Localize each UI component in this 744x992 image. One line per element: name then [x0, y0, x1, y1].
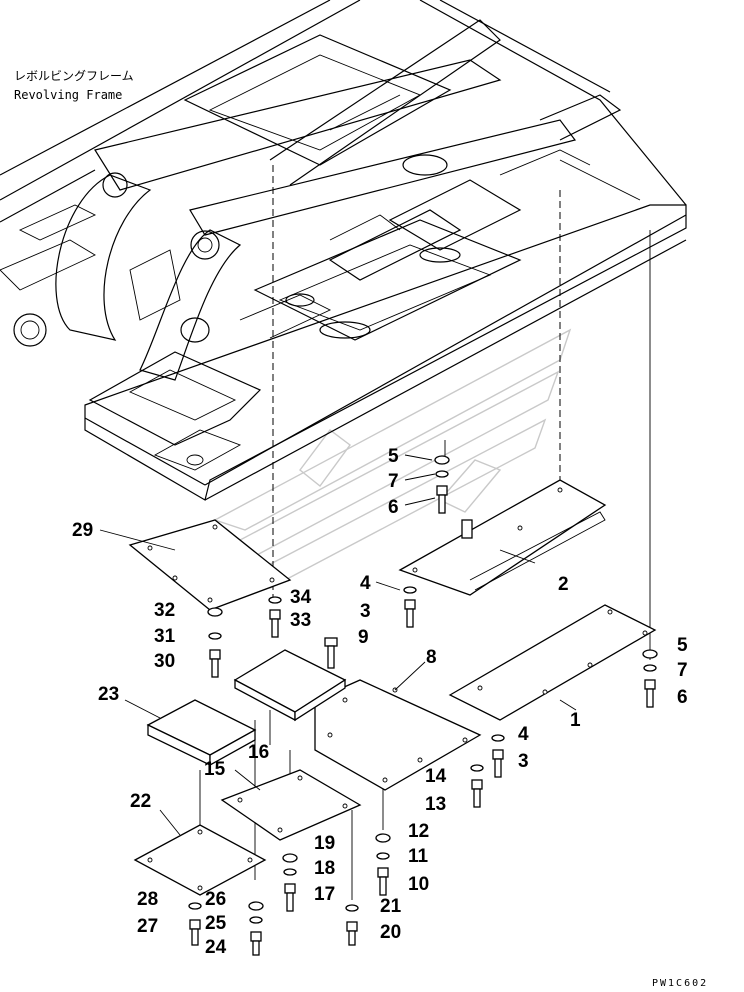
plate-8	[314, 679, 482, 791]
plate-22	[133, 824, 267, 896]
callout-33: 33	[290, 610, 311, 631]
title-jp: レボルビングフレーム	[14, 69, 134, 83]
plates	[128, 479, 657, 896]
callout-23: 23	[98, 684, 119, 705]
callout-4: 4	[360, 573, 371, 594]
callout-10: 10	[408, 874, 429, 895]
callout-21: 21	[380, 896, 402, 917]
plate-15	[220, 769, 362, 841]
callout-20: 20	[380, 922, 401, 943]
callout-26: 26	[205, 889, 226, 910]
callout-11: 11	[408, 846, 429, 867]
title-en: Revolving Frame	[14, 88, 122, 102]
revolving-frame-drawing	[0, 0, 687, 501]
callout-27: 27	[137, 916, 158, 937]
callout-3: 3	[518, 751, 529, 772]
callout-5: 5	[388, 446, 399, 467]
callout-6: 6	[388, 497, 399, 518]
callout-7: 7	[388, 471, 399, 492]
callout-30: 30	[154, 651, 175, 672]
fasteners	[188, 455, 658, 956]
callout-28: 28	[137, 889, 158, 910]
callouts: 1 2 3 3 4 4 5 5 6 6 7 7 8 9 10 11 12 13 …	[72, 446, 688, 958]
callout-22: 22	[130, 791, 151, 812]
leader-lines	[99, 454, 577, 836]
callout-25: 25	[205, 913, 227, 934]
callout-15: 15	[204, 759, 226, 780]
callout-17: 17	[314, 884, 335, 905]
drawing-code: PW1C602	[652, 978, 708, 989]
callout-7: 7	[677, 660, 688, 681]
callout-32: 32	[154, 600, 175, 621]
callout-16: 16	[248, 742, 269, 763]
plate-1	[448, 604, 657, 721]
callout-34: 34	[290, 587, 312, 608]
callout-18: 18	[314, 858, 335, 879]
callout-14: 14	[425, 766, 447, 787]
callout-6: 6	[677, 687, 688, 708]
callout-9: 9	[358, 627, 369, 648]
callout-12: 12	[408, 821, 429, 842]
callout-1: 1	[570, 710, 581, 731]
callout-8: 8	[426, 647, 437, 668]
callout-13: 13	[425, 794, 446, 815]
callout-29: 29	[72, 520, 93, 541]
callout-5: 5	[677, 635, 688, 656]
callout-19: 19	[314, 833, 335, 854]
diagram-title: レボルビングフレーム Revolving Frame	[14, 69, 134, 102]
callout-31: 31	[154, 626, 176, 647]
callout-3: 3	[360, 601, 371, 622]
plate-29	[128, 519, 292, 611]
callout-2: 2	[558, 574, 569, 595]
callout-4: 4	[518, 724, 529, 745]
plate-2	[398, 479, 607, 596]
callout-24: 24	[205, 937, 227, 958]
